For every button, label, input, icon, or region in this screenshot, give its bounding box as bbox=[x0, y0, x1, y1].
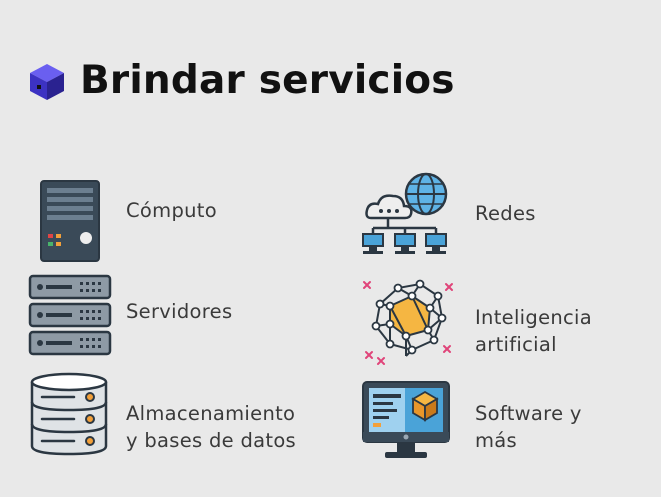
network-cloud-icon bbox=[362, 172, 448, 254]
item-label-software: Software y más bbox=[475, 402, 582, 452]
item-label-redes: Redes bbox=[475, 202, 536, 225]
item-label-ia: Inteligencia artificial bbox=[475, 306, 593, 356]
cube-icon bbox=[30, 64, 64, 100]
monitor-software-icon bbox=[362, 381, 450, 458]
server-tower-icon bbox=[40, 180, 100, 262]
item-label-computo: Cómputo bbox=[126, 199, 217, 222]
neural-brain-icon bbox=[363, 279, 453, 365]
item-label-servidores: Servidores bbox=[126, 300, 233, 323]
server-rack-icon bbox=[28, 274, 112, 356]
database-icon bbox=[30, 372, 108, 456]
page-title: Brindar servicios bbox=[80, 58, 455, 103]
item-label-almacenamiento: Almacenamiento y bases de datos bbox=[126, 402, 297, 452]
